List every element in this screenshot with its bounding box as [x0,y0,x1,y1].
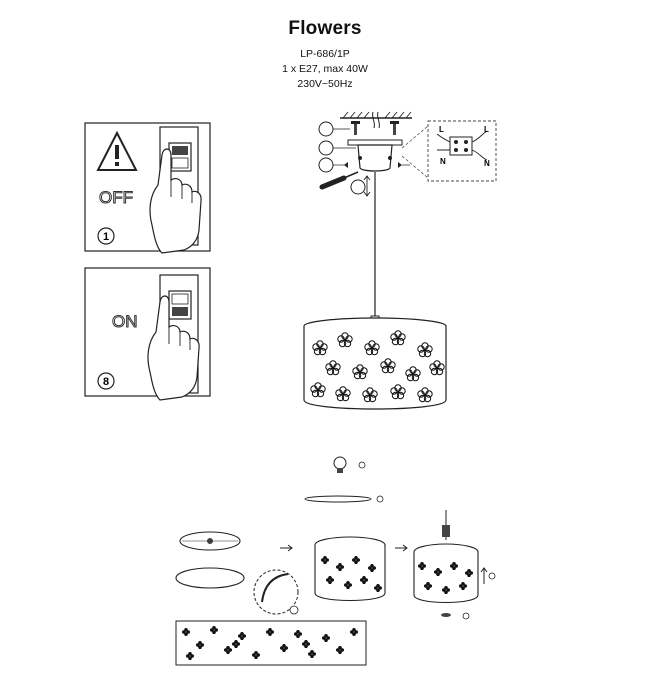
ceiling-mount-diagram: L L N N [318,111,497,318]
off-step-number: 1 [103,231,109,243]
live-label: L [439,125,444,134]
on-step-number: 8 [103,376,109,388]
off-label: OFF [99,188,133,207]
step-marker [97,227,115,245]
switch-on-panel: ON 8 [84,267,211,401]
neutral-label: N [484,159,490,168]
screw-icon [351,121,399,135]
bulb-spec: 1 x E27, max 40W [282,63,368,75]
assembled-lamp-shade [303,315,447,410]
neutral-label: N [440,157,446,166]
flower-strip [175,620,367,666]
bulb-icon [333,456,366,473]
switch-off-panel: OFF 1 [84,122,211,254]
warning-icon [96,130,138,171]
document-title: Flowers [288,18,362,39]
voltage-spec: 230V~50Hz [297,78,353,90]
screwdriver-icon [319,171,359,190]
model-number: LP-686/1P [300,48,350,60]
assembly-steps [175,456,496,666]
wiring-detail: L L N N [401,120,497,182]
live-label: L [484,125,489,134]
step-marker [97,372,115,390]
on-label: ON [112,312,138,331]
